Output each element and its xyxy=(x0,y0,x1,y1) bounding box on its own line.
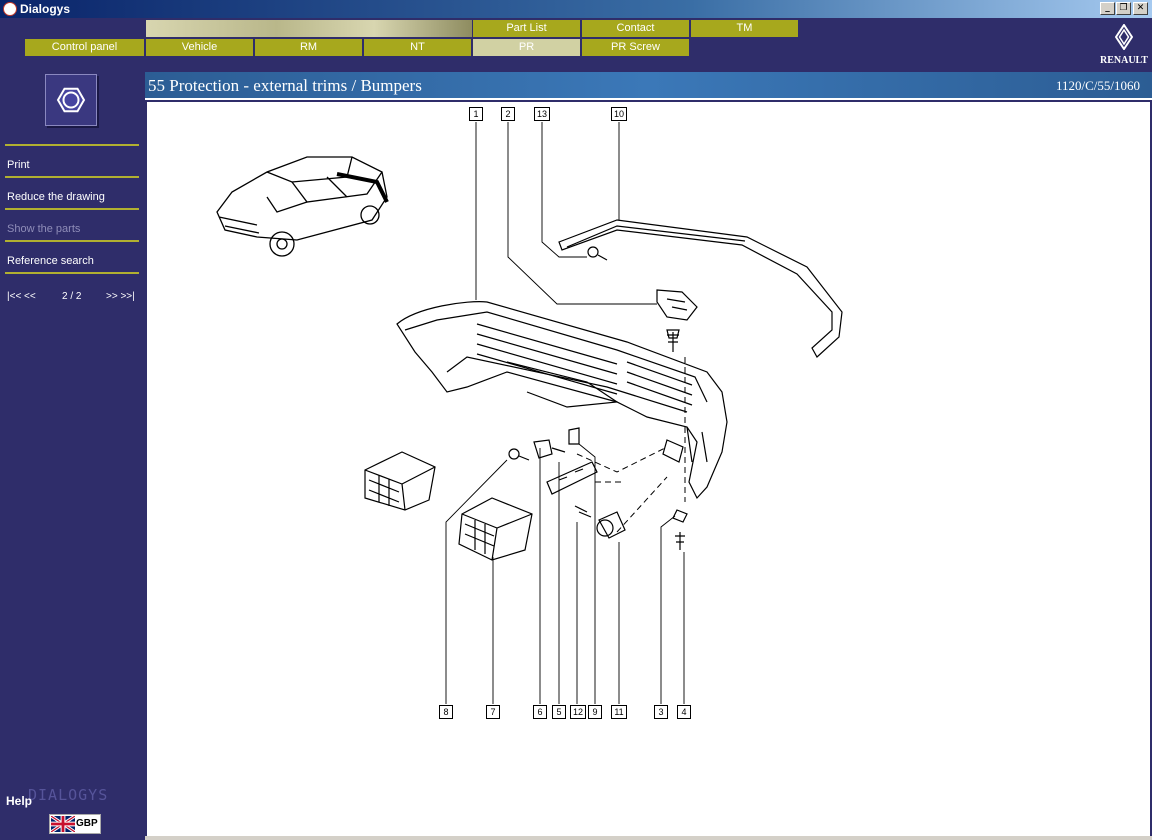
tab-contact[interactable]: Contact xyxy=(582,20,690,37)
print-button[interactable]: Print xyxy=(7,159,30,171)
callout-label[interactable]: 3 xyxy=(654,705,668,719)
tab-vehicle[interactable]: Vehicle xyxy=(146,39,254,56)
callout-label[interactable]: 11 xyxy=(611,705,627,719)
callout-label[interactable]: 4 xyxy=(677,705,691,719)
parts-drawing: 1 2 13 10 8 7 6 5 12 9 11 3 4 xyxy=(147,102,1150,836)
fastener-parts xyxy=(508,427,688,550)
tab-pr-screw[interactable]: PR Screw xyxy=(582,39,690,56)
reference-search-button[interactable]: Reference search xyxy=(7,255,94,267)
reduce-drawing-button[interactable]: Reduce the drawing xyxy=(7,191,105,203)
sidebar: Print Reduce the drawing Show the parts … xyxy=(0,72,145,840)
help-button[interactable]: Help xyxy=(6,794,33,808)
page-indicator: 2 / 2 xyxy=(62,291,82,302)
tab-part-list[interactable]: Part List xyxy=(473,20,581,37)
sidebar-divider xyxy=(5,208,139,210)
page-title: 55 Protection - external trims / Bumpers xyxy=(148,76,422,95)
callout-leaders xyxy=(445,122,685,704)
sidebar-divider xyxy=(5,272,139,274)
callout-label[interactable]: 5 xyxy=(552,705,566,719)
nut-icon xyxy=(45,74,97,126)
language-selector[interactable]: GBP xyxy=(49,814,101,834)
window-titlebar: Dialogys _ ❐ ✕ xyxy=(0,0,1152,18)
drawing-header: 55 Protection - external trims / Bumpers… xyxy=(145,72,1152,100)
sidebar-divider xyxy=(5,240,139,242)
page-navigator: |<< << 2 / 2 >> >>| xyxy=(7,291,141,305)
rear-bumper xyxy=(396,301,728,500)
app-icon xyxy=(3,2,17,16)
rear-trim-strip xyxy=(558,219,843,358)
top-navigation: Part List Contact TM Control panel Vehic… xyxy=(0,18,1152,72)
callout-label[interactable]: 13 xyxy=(534,107,550,121)
dialogys-watermark: DIALOGYS xyxy=(28,786,109,804)
first-prev-page-button[interactable]: |<< << xyxy=(7,291,36,302)
status-bar xyxy=(145,836,1152,840)
drawing-reference: 1120/C/55/1060 xyxy=(1055,78,1140,93)
callout-label[interactable]: 8 xyxy=(439,705,453,719)
window-title: Dialogys xyxy=(20,2,71,16)
renault-logo-text: RENAULT xyxy=(1100,55,1148,66)
language-code: GBP xyxy=(76,818,98,829)
renault-diamond-icon xyxy=(1115,24,1133,50)
rear-light-right xyxy=(458,497,533,561)
next-last-page-button[interactable]: >> >>| xyxy=(106,291,135,302)
car-thumbnail xyxy=(216,156,389,257)
restore-icon[interactable]: ❐ xyxy=(1116,2,1131,15)
tab-nt[interactable]: NT xyxy=(364,39,472,56)
callout-label[interactable]: 2 xyxy=(501,107,515,121)
tab-tm[interactable]: TM xyxy=(691,20,799,37)
minimize-icon[interactable]: _ xyxy=(1100,2,1115,15)
sidebar-divider xyxy=(5,144,139,146)
callout-label[interactable]: 7 xyxy=(486,705,500,719)
close-icon[interactable]: ✕ xyxy=(1133,2,1148,15)
callout-label[interactable]: 6 xyxy=(533,705,547,719)
sidebar-divider xyxy=(5,176,139,178)
rear-light-left xyxy=(364,451,436,511)
tab-rm[interactable]: RM xyxy=(255,39,363,56)
bracket-part xyxy=(656,289,698,352)
banner-graphic xyxy=(146,20,472,37)
uk-flag-icon xyxy=(51,816,75,832)
callout-label[interactable]: 1 xyxy=(469,107,483,121)
tab-control-panel[interactable]: Control panel xyxy=(25,39,145,56)
tab-pr[interactable]: PR xyxy=(473,39,581,56)
callout-label[interactable]: 10 xyxy=(611,107,627,121)
exploded-view-illustration xyxy=(216,122,843,704)
show-parts-button[interactable]: Show the parts xyxy=(7,223,81,235)
callout-label[interactable]: 12 xyxy=(570,705,586,719)
callout-label[interactable]: 9 xyxy=(588,705,602,719)
assembly-lines xyxy=(576,357,686,533)
renault-logo: RENAULT xyxy=(1098,24,1150,68)
